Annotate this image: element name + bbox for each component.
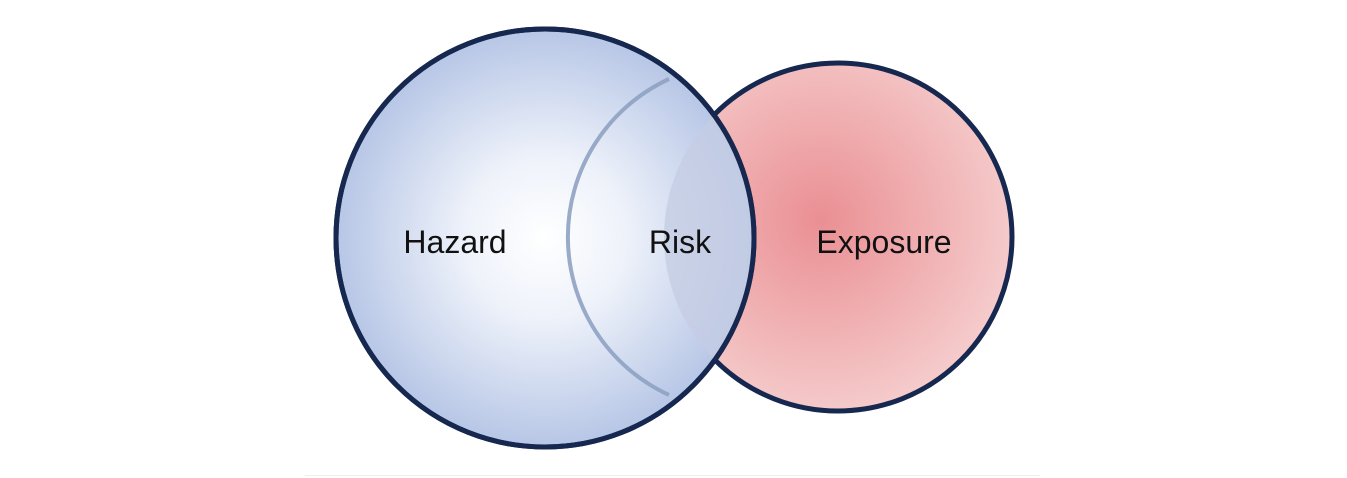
exposure-label: Exposure xyxy=(816,224,951,260)
hazard-outline xyxy=(333,26,757,450)
baseline-rule xyxy=(305,475,1040,476)
risk-label: Risk xyxy=(649,224,712,260)
exposure-inner-outline xyxy=(565,77,670,397)
hazard-label: Hazard xyxy=(403,224,506,260)
